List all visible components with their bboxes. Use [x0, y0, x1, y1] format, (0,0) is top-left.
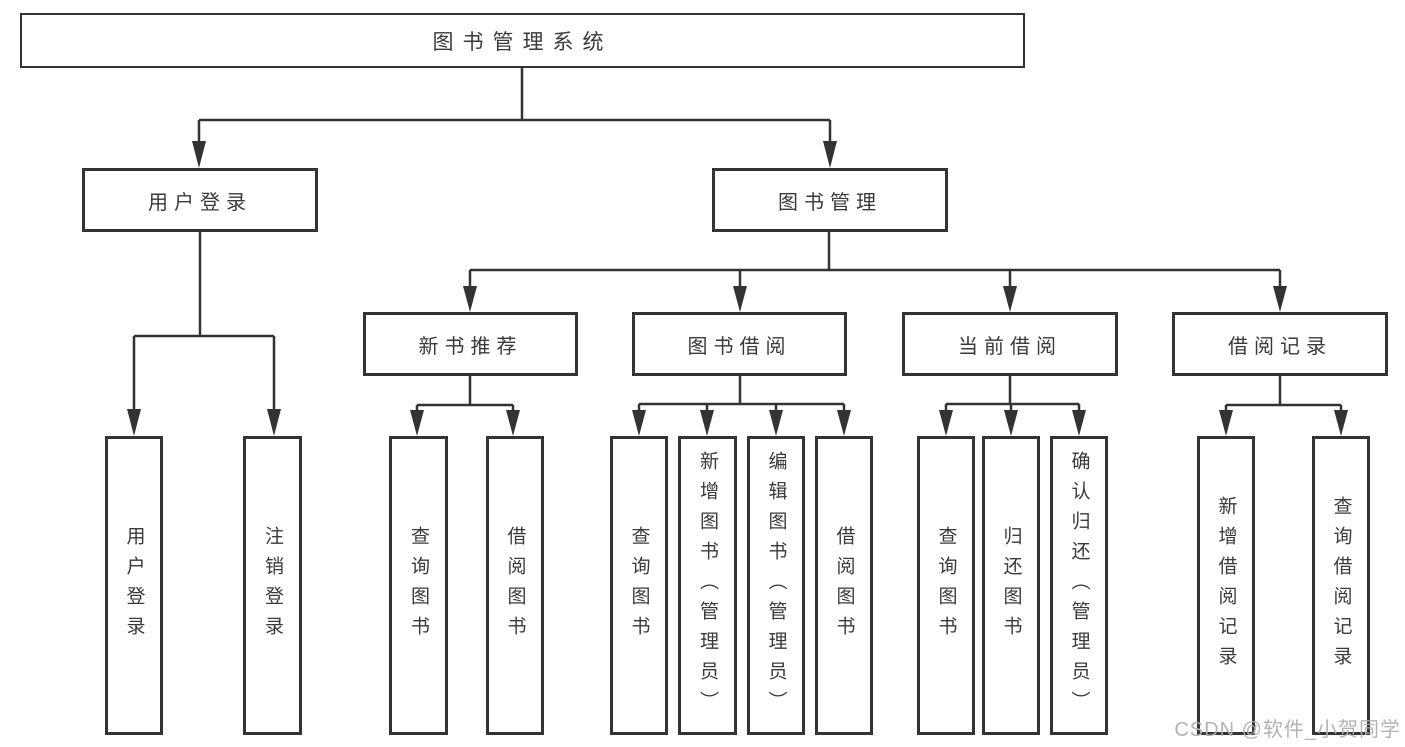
node-label: 借阅记录 [1228, 335, 1332, 358]
node-label: 新增借阅记录 [1215, 495, 1237, 676]
leaf-user-login: 用户登录 [105, 436, 163, 735]
leaf-return-books: 归还图书 [982, 436, 1040, 735]
node-label: 图书借阅 [687, 335, 792, 358]
node-label: 用户登录 [148, 191, 252, 214]
leaf-recommend-borrow-books: 借阅图书 [486, 436, 544, 735]
node-label: 借阅图书 [833, 525, 855, 646]
arrowheads [127, 141, 1348, 436]
leaf-edit-books-admin: 编辑图书（管理员） [747, 436, 805, 735]
leaf-query-borrow-record: 查询借阅记录 [1312, 436, 1370, 735]
node-label: 查询图书 [408, 525, 429, 646]
node-borrowing-records: 借阅记录 [1172, 312, 1388, 376]
node-label: 查询图书 [628, 525, 650, 646]
node-label: 图书管理系统 [432, 30, 613, 54]
node-current-borrowing: 当前借阅 [902, 312, 1118, 376]
node-library-management-system: 图书管理系统 [20, 13, 1025, 68]
leaf-current-query-books: 查询图书 [917, 436, 975, 735]
leaf-logout: 注销登录 [243, 436, 302, 735]
leaf-borrowing-query-books: 查询图书 [610, 436, 668, 735]
node-label: 借阅图书 [504, 525, 526, 646]
leaf-confirm-return-admin: 确认归还（管理员） [1050, 436, 1108, 735]
node-book-borrowing: 图书借阅 [632, 312, 847, 376]
node-label: 注销登录 [262, 525, 283, 646]
node-label: 当前借阅 [958, 335, 1062, 358]
node-user-login: 用户登录 [82, 168, 318, 232]
node-book-management: 图书管理 [712, 168, 948, 232]
node-label: 新增图书（管理员） [697, 450, 718, 721]
node-label: 用户登录 [123, 525, 145, 646]
leaf-recommend-query-books: 查询图书 [389, 436, 448, 735]
node-label: 图书管理 [778, 191, 882, 214]
leaf-add-borrow-record: 新增借阅记录 [1197, 436, 1255, 735]
node-new-book-recommend: 新书推荐 [363, 312, 578, 376]
node-label: 查询借阅记录 [1330, 495, 1352, 676]
node-label: 归还图书 [1000, 525, 1022, 646]
node-label: 编辑图书（管理员） [765, 450, 787, 721]
leaf-borrowing-borrow-books: 借阅图书 [815, 436, 873, 735]
csdn-watermark: CSDN @软件_小贺同学 [1174, 719, 1401, 741]
leaf-add-books-admin: 新增图书（管理员） [678, 436, 737, 735]
node-label: 查询图书 [935, 525, 957, 646]
node-label: 确认归还（管理员） [1068, 450, 1090, 721]
node-label: 新书推荐 [418, 335, 523, 358]
